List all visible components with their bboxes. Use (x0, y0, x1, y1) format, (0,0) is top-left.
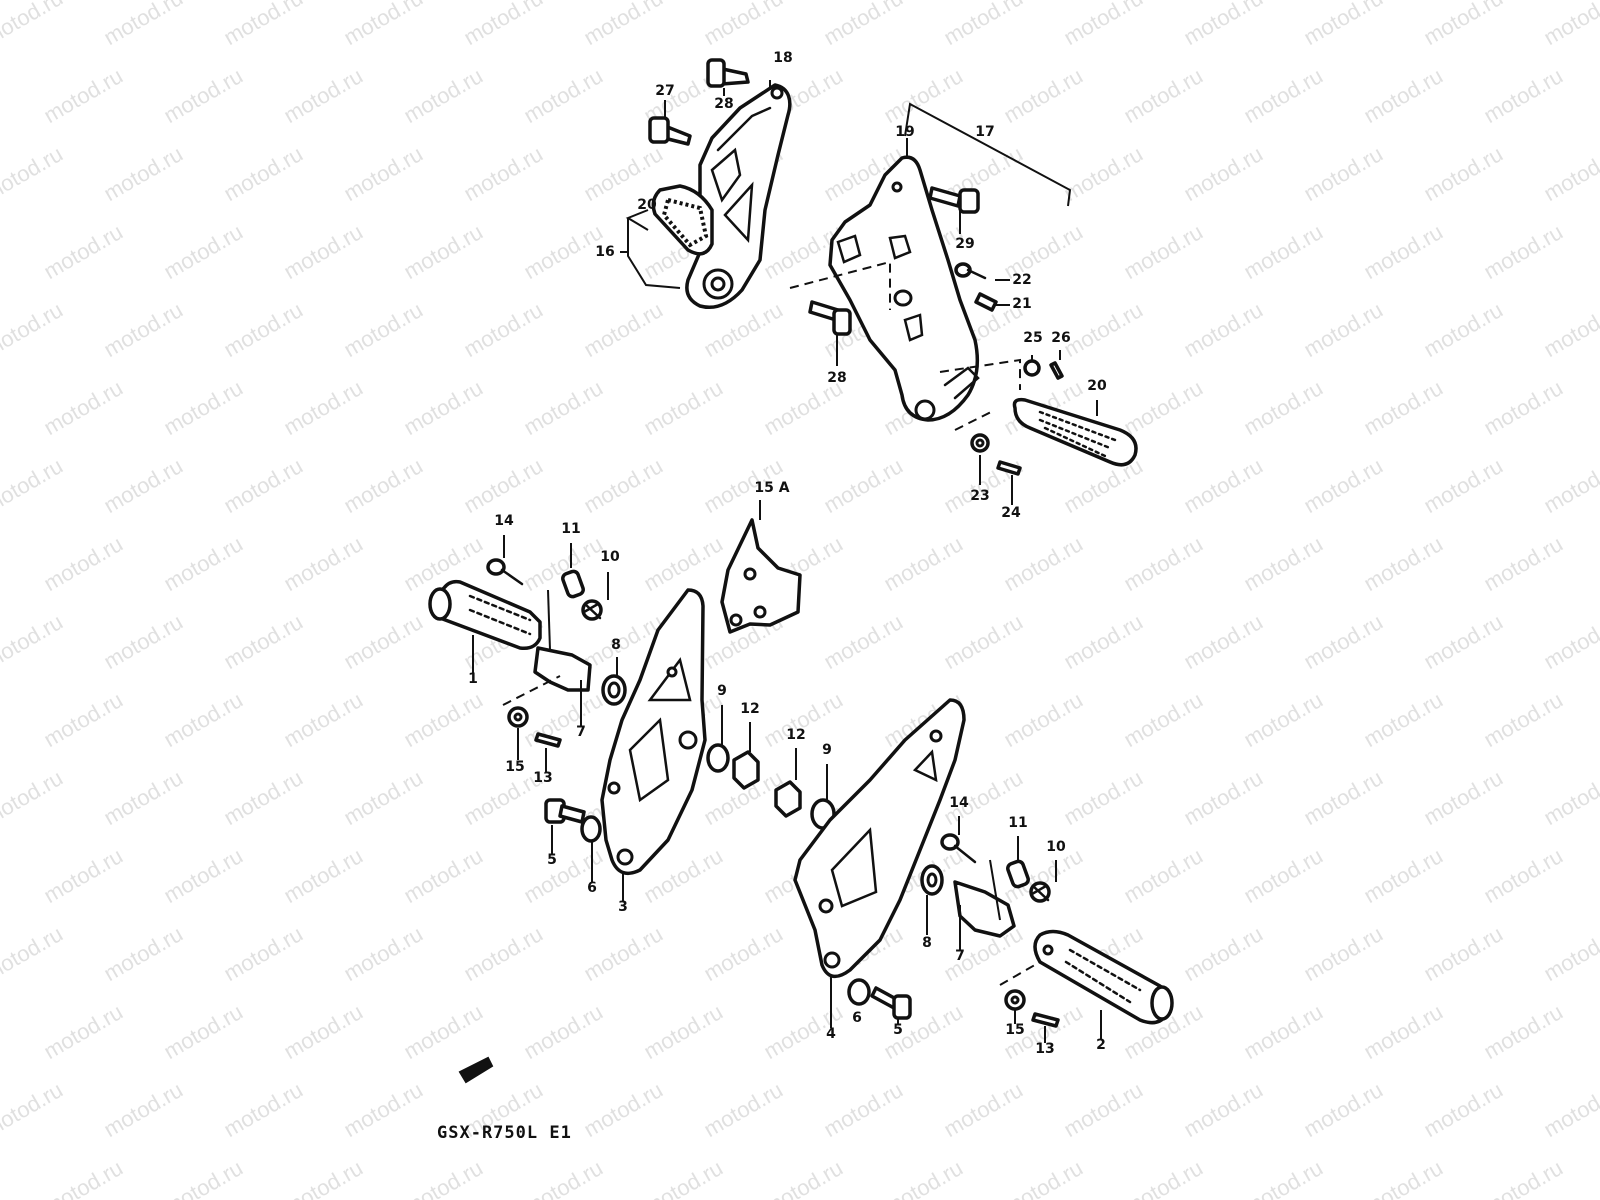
cotter-26 (1049, 361, 1064, 380)
callout-c18: 18 (773, 50, 792, 66)
callout-c15a: 15 (505, 759, 524, 775)
callout-c24: 24 (1001, 505, 1021, 521)
callout-c15A: 15 A (754, 480, 789, 496)
pin-13-upper (534, 732, 562, 748)
callout-c9b: 9 (822, 742, 832, 758)
callout-c6a: 6 (587, 880, 597, 896)
callout-c22: 22 (1012, 272, 1031, 288)
washer-8-lower (920, 864, 944, 896)
callout-c25: 25 (1023, 330, 1042, 346)
spring-11-lower (1006, 859, 1030, 889)
callout-c12b: 12 (786, 727, 805, 743)
callout-c15b: 15 (1005, 1022, 1024, 1038)
callout-c4: 4 (826, 1026, 836, 1042)
pin-24 (996, 460, 1022, 476)
washer-23 (970, 433, 990, 453)
nut-12-upper (732, 750, 760, 790)
bolt-27 (648, 116, 692, 146)
bolt-28-lower (808, 300, 852, 336)
bolt-5-lower (870, 986, 912, 1020)
callout-c28b: 28 (827, 370, 846, 386)
bolt-5-upper (544, 798, 586, 824)
pin-22 (954, 262, 987, 280)
pin-14-upper (486, 558, 524, 586)
callout-c10b: 10 (1046, 839, 1066, 855)
front-left-footrest-bracket (600, 588, 707, 876)
callout-c11b: 11 (1008, 815, 1027, 831)
heel-guard-plate-15a (720, 518, 802, 634)
front-left-footpeg (428, 579, 592, 692)
model-code: GSX-R750L E1 (437, 1123, 572, 1143)
washer-15-lower (1004, 989, 1026, 1011)
callout-c14a: 14 (494, 513, 514, 529)
callout-c13b: 13 (1035, 1041, 1054, 1057)
callout-c6b: 6 (852, 1010, 862, 1026)
callout-c7b: 7 (955, 948, 965, 964)
spring-10-upper (581, 599, 603, 621)
callout-c1: 1 (468, 671, 478, 687)
pin-13-lower (1031, 1012, 1060, 1028)
callout-c21: 21 (1012, 296, 1031, 312)
rear-right-footrest-bracket (828, 155, 980, 422)
callout-c19: 19 (895, 124, 914, 140)
callout-c13a: 13 (533, 770, 552, 786)
callout-c14b: 14 (949, 795, 969, 811)
callout-c7a: 7 (576, 724, 586, 740)
callout-c17: 17 (975, 124, 994, 140)
callout-c5a: 5 (547, 852, 557, 868)
washer-25 (1023, 359, 1041, 377)
callout-c20b: 20 (1087, 378, 1107, 394)
callout-c29: 29 (955, 236, 974, 252)
front-right-footrest-bracket (793, 698, 966, 979)
spring-10-lower (1029, 881, 1051, 903)
rear-right-footpeg (1012, 397, 1138, 467)
callout-c12a: 12 (740, 701, 759, 717)
front-right-footpeg (953, 880, 1174, 1025)
callout-c23: 23 (970, 488, 989, 504)
washer-8-upper (601, 674, 627, 706)
callout-c20a: 20 (637, 197, 657, 213)
rear-left-footpeg (651, 184, 714, 256)
callout-c27: 27 (655, 83, 674, 99)
callout-c9a: 9 (717, 683, 727, 699)
washer-15-upper (507, 706, 529, 728)
callout-c28a: 28 (714, 96, 733, 112)
nut-12-lower (774, 780, 802, 818)
front-direction-arrow-icon (458, 1056, 494, 1084)
spring-11-upper (561, 569, 585, 599)
callout-c2: 2 (1096, 1037, 1106, 1053)
callout-c10a: 10 (600, 549, 620, 565)
callout-c3: 3 (618, 899, 628, 915)
callout-c26: 26 (1051, 330, 1070, 346)
callout-c8a: 8 (611, 637, 621, 653)
bolt-29 (928, 186, 980, 214)
callout-c16: 16 (595, 244, 614, 260)
callout-c5b: 5 (893, 1022, 903, 1038)
callout-c8b: 8 (922, 935, 932, 951)
washer-9-upper (706, 743, 730, 773)
washer-6-lower (847, 978, 871, 1006)
spring-21 (974, 292, 998, 312)
pin-14-lower (940, 833, 977, 864)
callout-c11a: 11 (561, 521, 580, 537)
washer-6-upper (580, 815, 602, 843)
bolt-28-upper (706, 58, 750, 88)
rear-left-footrest-bracket (685, 83, 792, 309)
